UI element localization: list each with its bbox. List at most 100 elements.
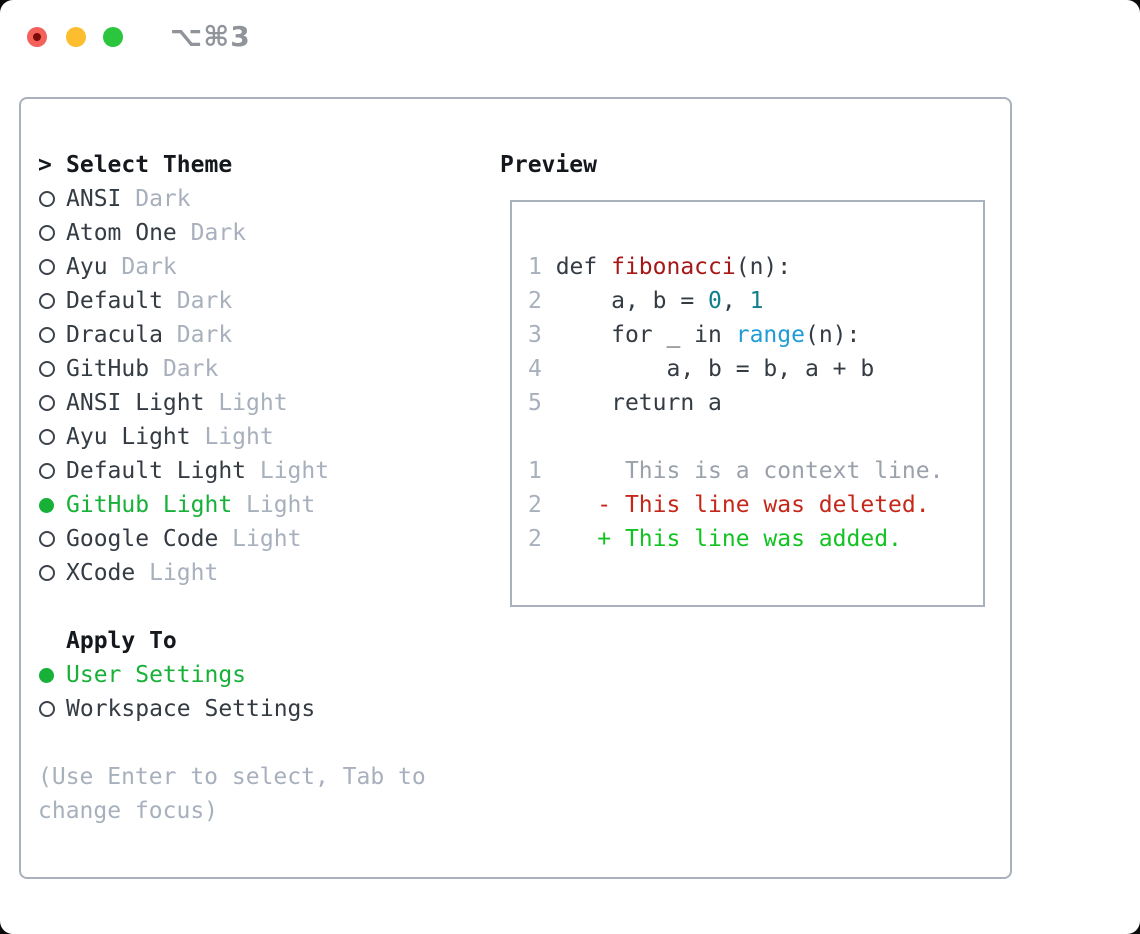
option-label: Workspace Settings <box>66 696 316 722</box>
option-label: XCode <box>66 560 136 586</box>
code-segment: 3 <box>528 322 556 348</box>
code-segment: a, b = b, a + b <box>555 356 875 382</box>
option-label: Default Light <box>66 458 247 484</box>
code-segment: (n): <box>804 322 861 348</box>
code-segment: 1 <box>749 288 764 314</box>
variant-tag: Dark <box>162 288 233 314</box>
radio-selected-icon <box>39 497 54 513</box>
hint-text: (Use Enter to select, Tab to change focu… <box>38 760 426 828</box>
theme-option-ayu[interactable]: Ayu Dark <box>38 250 329 284</box>
select-theme-header: >Select Theme <box>38 148 329 182</box>
code-segment: 2 <box>528 526 542 552</box>
code-segment: 1 <box>528 458 542 484</box>
apply-option-workspace-settings[interactable]: Workspace Settings <box>38 692 315 726</box>
option-label: GitHub Light <box>66 492 233 518</box>
code-segment: + This line was added. <box>597 526 902 552</box>
radio-slot <box>38 429 66 445</box>
code-segment: , <box>721 288 750 314</box>
code-segment: 1 <box>528 254 556 280</box>
unsaved-dot-icon <box>33 33 41 41</box>
variant-tag: Light <box>135 560 219 586</box>
minimize-button[interactable] <box>66 27 86 47</box>
radio-unselected-icon <box>39 259 55 275</box>
code-segment: 4 <box>528 356 556 382</box>
apply-option-user-settings[interactable]: User Settings <box>38 658 315 692</box>
code-segment <box>542 492 597 518</box>
variant-tag: Dark <box>149 356 219 382</box>
code-segment: This is a context line. <box>541 458 944 484</box>
variant-tag: Dark <box>162 322 233 348</box>
radio-slot <box>38 701 66 717</box>
radio-slot <box>38 259 66 275</box>
hint-line-1: (Use Enter to select, Tab to <box>38 764 426 790</box>
code-segment: 5 <box>528 390 556 416</box>
option-label: User Settings <box>66 662 247 688</box>
radio-unselected-icon <box>39 531 55 547</box>
code-segment: 2 <box>528 288 556 314</box>
theme-option-atom-one[interactable]: Atom One Dark <box>38 216 329 250</box>
variant-tag: Light <box>232 492 316 518</box>
code-segment: (n): <box>735 254 792 280</box>
radio-slot <box>38 361 66 377</box>
radio-slot <box>38 293 66 309</box>
option-label: Atom One <box>66 220 177 246</box>
option-label: Default <box>66 288 163 314</box>
theme-option-ansi[interactable]: ANSI Dark <box>38 182 329 216</box>
code-segment: for _ in <box>555 322 736 348</box>
radio-unselected-icon <box>39 463 55 479</box>
close-button[interactable] <box>27 27 47 47</box>
variant-tag: Dark <box>176 220 247 246</box>
variant-tag: Dark <box>107 254 177 280</box>
cursor-prefix-icon: > <box>38 152 52 178</box>
theme-option-xcode[interactable]: XCode Light <box>38 556 329 590</box>
zoom-button[interactable] <box>103 27 123 47</box>
theme-option-github[interactable]: GitHub Dark <box>38 352 329 386</box>
code-segment: def <box>555 254 612 280</box>
theme-option-ansi-light[interactable]: ANSI Light Light <box>38 386 329 420</box>
code-segment: 2 <box>528 492 542 518</box>
preview-header: Preview <box>500 152 597 178</box>
radio-unselected-icon <box>39 293 55 309</box>
option-label: GitHub <box>66 356 150 382</box>
hint-line-2: change focus) <box>38 798 219 824</box>
radio-unselected-icon <box>39 361 55 377</box>
code-segment <box>542 526 597 552</box>
variant-tag: Dark <box>121 186 191 212</box>
theme-option-github-light[interactable]: GitHub Light Light <box>38 488 329 522</box>
code-segment: range <box>735 322 805 348</box>
code-segment: - This line was deleted. <box>597 492 930 518</box>
theme-option-ayu-light[interactable]: Ayu Light Light <box>38 420 329 454</box>
radio-selected-icon <box>39 667 54 683</box>
radio-slot <box>38 667 66 683</box>
variant-tag: Light <box>218 526 302 552</box>
window-title-shortcut: ⌥⌘3 <box>170 20 251 53</box>
radio-slot <box>38 191 66 207</box>
variant-tag: Light <box>190 424 274 450</box>
preview-box: 1 def fibonacci(n): 2 a, b = 0, 1 3 for … <box>510 200 985 607</box>
theme-option-default-light[interactable]: Default Light Light <box>38 454 329 488</box>
variant-tag: Light <box>246 458 330 484</box>
radio-slot <box>38 327 66 343</box>
radio-unselected-icon <box>39 191 55 207</box>
radio-slot <box>38 565 66 581</box>
option-label: ANSI <box>66 186 122 212</box>
radio-slot <box>38 225 66 241</box>
radio-unselected-icon <box>39 327 55 343</box>
theme-option-dracula[interactable]: Dracula Dark <box>38 318 329 352</box>
code-segment: fibonacci <box>611 254 736 280</box>
variant-tag: Light <box>204 390 288 416</box>
apply-to-header: Apply To <box>38 624 315 658</box>
radio-unselected-icon <box>39 395 55 411</box>
theme-option-google-code[interactable]: Google Code Light <box>38 522 329 556</box>
titlebar: ⌥⌘3 <box>0 0 1140 70</box>
theme-option-default[interactable]: Default Dark <box>38 284 329 318</box>
radio-unselected-icon <box>39 225 55 241</box>
section-header-label: Apply To <box>66 628 177 654</box>
radio-unselected-icon <box>39 565 55 581</box>
option-label: Dracula <box>66 322 163 348</box>
option-label: ANSI Light <box>66 390 205 416</box>
code-segment: return a <box>555 390 722 416</box>
preview-code: 1 def fibonacci(n): 2 a, b = 0, 1 3 for … <box>512 202 983 556</box>
